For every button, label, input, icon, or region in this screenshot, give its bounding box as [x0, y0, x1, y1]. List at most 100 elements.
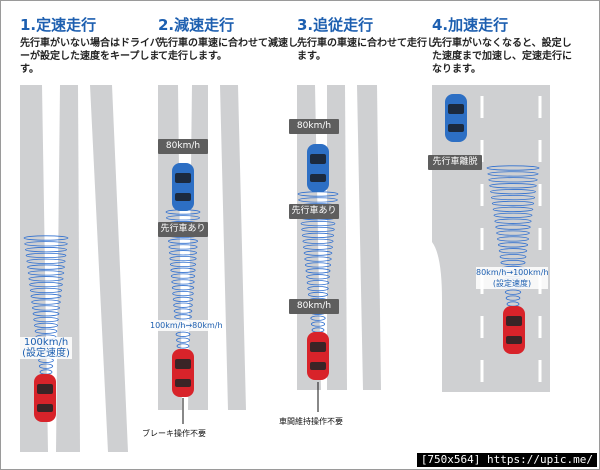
radar-wave-ring — [173, 308, 193, 314]
radar-wave-ring — [171, 285, 195, 291]
speed-change-label: 100km/h→80km/h — [150, 320, 223, 331]
radar-wave-ring — [169, 261, 197, 268]
radar-wave-ring — [38, 363, 54, 369]
no-brake-note: ブレーキ操作不要 — [142, 429, 206, 438]
radar-wave-ring — [23, 235, 69, 241]
radar-wave-ring — [168, 250, 198, 256]
panel-description: 先行車の車速に合わせて減速して走行します。 — [158, 38, 298, 62]
radar-wave-ring — [489, 183, 537, 189]
radar-wave-ring — [166, 215, 200, 221]
radar-waves — [23, 235, 69, 375]
blue-car-icon — [172, 163, 194, 211]
radar-wave-ring — [301, 226, 335, 233]
panel-title: 1.定速走行 — [20, 16, 97, 34]
road-graphic — [20, 85, 128, 452]
radar-wave-ring — [496, 230, 530, 236]
panel-following: 3.追従走行 先行車の車速に合わせて走行します。 80km/h 先行車あり 80… — [279, 0, 437, 470]
radar-wave-ring — [176, 337, 190, 343]
radar-wave-ring — [487, 171, 539, 177]
radar-wave-ring — [307, 286, 329, 292]
radar-wave-ring — [303, 244, 333, 250]
radar-wave-ring — [29, 287, 63, 294]
radar-wave-ring — [301, 232, 335, 238]
radar-wave-ring — [175, 331, 191, 337]
no-distance-control-note: 車間維持操作不要 — [279, 417, 343, 426]
radar-wave-ring — [307, 291, 329, 298]
watermark: [750x564] https://upic.me/ — [416, 453, 597, 467]
radar-wave-ring — [27, 270, 65, 276]
red-car-icon — [172, 349, 194, 397]
radar-wave-ring — [176, 343, 190, 349]
own-car-speed-tag: 80km/h — [289, 299, 339, 314]
panel-title: 3.追従走行 — [297, 16, 374, 34]
radar-wave-ring — [304, 256, 332, 262]
blue-car-icon — [445, 94, 467, 142]
radar-wave-ring — [493, 212, 533, 218]
front-car-speed-tag: 80km/h — [289, 119, 339, 134]
speed-change-label: 80km/h→100km/h (設定速度) — [476, 267, 549, 289]
radar-wave-ring — [310, 321, 326, 327]
radar-wave-ring — [306, 280, 330, 286]
set-speed-label: 100km/h (設定速度) — [20, 337, 72, 359]
radar-wave-ring — [31, 305, 61, 311]
radar-wave-ring — [488, 177, 538, 183]
radar-wave-ring — [34, 328, 58, 334]
panel-title: 4.加速走行 — [432, 16, 509, 34]
radar-wave-ring — [497, 236, 529, 242]
radar-wave-ring — [32, 311, 60, 317]
radar-wave-ring — [300, 220, 336, 227]
radar-wave-ring — [172, 296, 194, 302]
radar-wave-ring — [26, 258, 66, 264]
panel-description: 先行車がいない場合はドライバーが設定した速度をキープします。 — [20, 38, 160, 75]
radar-wave-ring — [173, 302, 193, 308]
panel-deceleration: 2.減速走行 先行車の車速に合わせて減速して走行します。 80km/h 先行車あ… — [142, 0, 298, 470]
radar-wave-ring — [310, 315, 326, 321]
radar-wave-ring — [491, 200, 535, 207]
radar-wave-ring — [306, 274, 330, 280]
front-car-leaving-tag: 先行車離脱 — [428, 155, 482, 170]
panel-description: 先行車がいなくなると、設定した速度まで加速し、定速走行になります。 — [432, 38, 572, 75]
radar-wave-ring — [168, 244, 198, 250]
red-car-icon — [503, 306, 525, 354]
blue-car-icon — [307, 144, 329, 192]
radar-wave-ring — [27, 264, 65, 270]
radar-wave-ring — [170, 267, 196, 273]
radar-wave-ring — [33, 316, 59, 323]
radar-wave-ring — [497, 242, 529, 248]
radar-wave-ring — [29, 282, 63, 288]
radar-wave-ring — [170, 273, 196, 279]
radar-wave-ring — [504, 289, 522, 295]
radar-wave-ring — [498, 248, 528, 254]
radar-wave-ring — [494, 218, 532, 224]
radar-wave-ring — [24, 247, 68, 253]
panel-description: 先行車の車速に合わせて走行します。 — [297, 38, 437, 62]
radar-wave-ring — [169, 256, 197, 262]
radar-wave-ring — [167, 238, 199, 244]
radar-wave-ring — [31, 299, 61, 305]
radar-wave-ring — [486, 165, 540, 171]
radar-wave-ring — [490, 189, 536, 195]
road-graphic — [432, 85, 550, 392]
front-car-present-tag: 先行車あり — [158, 222, 208, 237]
radar-wave-ring — [30, 293, 62, 299]
radar-wave-ring — [28, 276, 64, 282]
road-graphic — [297, 85, 381, 412]
panel-acceleration: 4.加速走行 先行車がいなくなると、設定した速度まで加速し、定速走行になります。… — [428, 0, 582, 470]
radar-wave-ring — [303, 250, 333, 256]
panel-title: 2.減速走行 — [158, 16, 235, 34]
radar-wave-ring — [34, 322, 58, 328]
radar-wave-ring — [505, 295, 521, 301]
radar-wave-ring — [24, 241, 68, 247]
radar-wave-ring — [499, 254, 527, 260]
radar-wave-ring — [172, 290, 194, 297]
panel-constant-speed: 1.定速走行 先行車がいない場合はドライバーが設定した速度をキープします。 10… — [20, 0, 160, 470]
radar-wave-ring — [302, 238, 334, 244]
radar-wave-ring — [495, 224, 531, 230]
radar-wave-ring — [490, 194, 536, 201]
red-car-icon — [34, 374, 56, 422]
radar-wave-ring — [298, 197, 338, 203]
radar-wave-ring — [304, 262, 332, 268]
radar-wave-ring — [174, 314, 192, 320]
radar-wave-ring — [171, 279, 195, 285]
red-car-icon — [307, 332, 329, 380]
